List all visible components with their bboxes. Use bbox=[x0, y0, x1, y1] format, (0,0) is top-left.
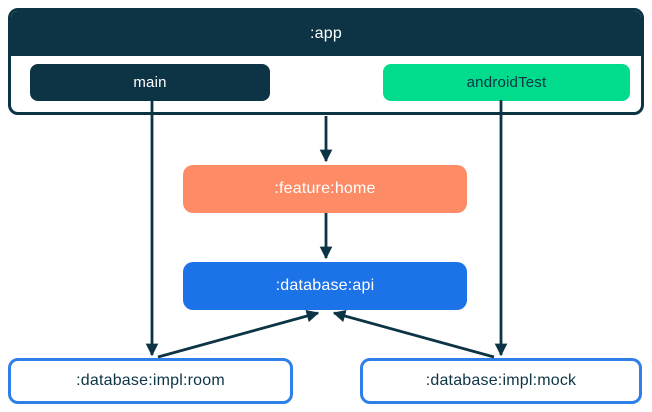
node-feature-home-label: :feature:home bbox=[274, 180, 376, 197]
node-database-api: :database:api bbox=[183, 262, 467, 310]
node-database-impl-mock-label: :database:impl:mock bbox=[425, 372, 577, 389]
node-database-impl-room: :database:impl:room bbox=[8, 358, 293, 404]
node-main-sourceset: main bbox=[30, 64, 270, 101]
node-app-header: :app bbox=[11, 11, 641, 56]
edge-room-to-database-api bbox=[157, 309, 320, 359]
node-feature-home: :feature:home bbox=[183, 165, 467, 213]
node-androidtest-label: androidTest bbox=[466, 74, 547, 91]
node-database-impl-room-label: :database:impl:room bbox=[76, 372, 225, 389]
node-app-label: :app bbox=[310, 24, 342, 42]
edge-mock-to-database-api bbox=[332, 309, 495, 359]
node-androidtest-sourceset: androidTest bbox=[383, 64, 630, 101]
node-database-api-label: :database:api bbox=[275, 277, 375, 294]
node-main-label: main bbox=[133, 74, 167, 91]
node-database-impl-mock: :database:impl:mock bbox=[360, 358, 642, 404]
